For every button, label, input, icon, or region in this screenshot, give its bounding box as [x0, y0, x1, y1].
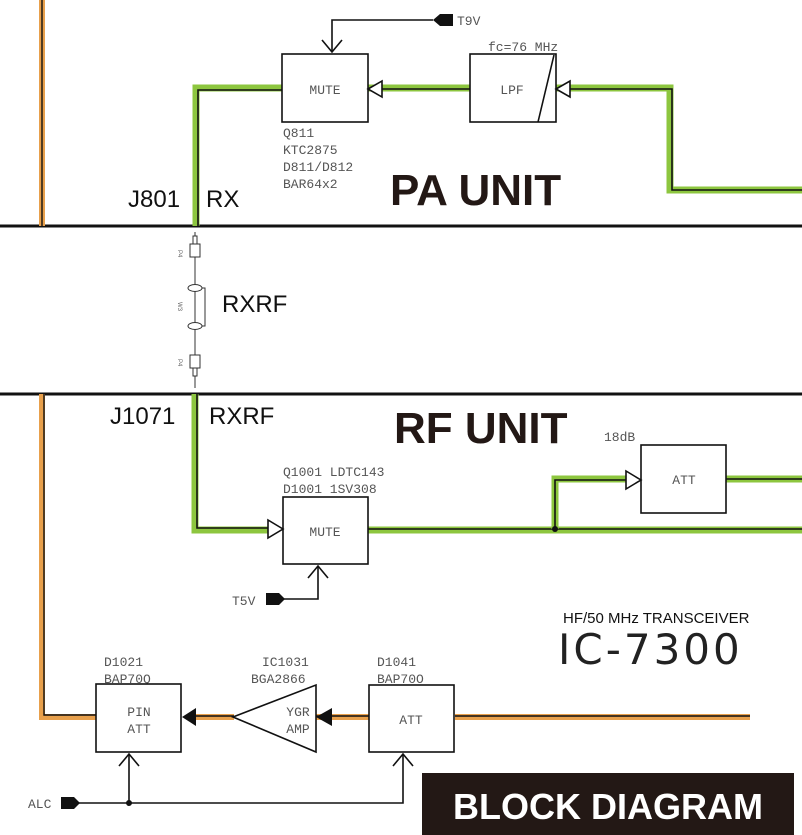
pa-mute-part-3: D811/D812 [283, 160, 353, 175]
att-spec: 18dB [604, 430, 635, 445]
pa-mute-part-2: KTC2875 [283, 143, 338, 158]
rx-path-pa [192, 84, 802, 226]
lpf-slope-icon [537, 54, 555, 123]
amp-part-1: IC1031 [262, 655, 309, 670]
rx-att-label: ATT [672, 473, 696, 488]
pa-mute-part-1: Q811 [283, 126, 314, 141]
t9v-terminal-icon [433, 14, 453, 26]
tx-att-block[interactable] [368, 684, 455, 753]
rx-att-block[interactable] [640, 444, 727, 514]
plug-top-label: P4 [176, 250, 182, 258]
rf-mute-block[interactable] [282, 496, 369, 565]
lpf-cutoff-spec: fc=76 MHz [488, 40, 558, 55]
wire-label: W3 [176, 302, 182, 312]
pin-att-input-arrow-icon [182, 708, 196, 726]
pin-att-label-1: PIN [127, 705, 150, 720]
ygr-amp-block[interactable] [230, 683, 317, 754]
pa-connector-label: J801 [128, 186, 180, 213]
title-banner [422, 773, 794, 835]
tx-path-rf [39, 394, 750, 720]
pa-mute-input-arrow-icon [366, 79, 383, 99]
rxrf-cable[interactable] [187, 232, 206, 388]
plug-bottom-label: P4 [176, 359, 182, 367]
tx-att-part-1: D1041 [377, 655, 416, 670]
rx-path-rf [191, 394, 802, 534]
plug-top-icon [189, 243, 201, 258]
cable-label: RXRF [222, 291, 287, 318]
amp-part-2: BGA2866 [251, 672, 306, 687]
alc-label: ALC [28, 797, 52, 812]
t5v-supply [266, 564, 329, 605]
plug-bottom-icon [189, 354, 201, 369]
rf-mute-part-1: Q1001 LDTC143 [283, 465, 384, 480]
alc-terminal-icon [61, 797, 80, 809]
pa-mute-part-4: BAR64x2 [283, 177, 338, 192]
pin-att-label-2: ATT [127, 722, 151, 737]
rf-mute-label: MUTE [309, 525, 340, 540]
rf-mute-part-2: D1001 1SV308 [283, 482, 377, 497]
rf-mute-input-arrow-icon [267, 518, 285, 540]
rf-unit-title: RF UNIT [394, 404, 568, 453]
pa-connector-signal: RX [206, 186, 239, 213]
product-subtitle: HF/50 MHz TRANSCEIVER [563, 610, 750, 627]
pa-mute-label: MUTE [309, 83, 340, 98]
tx-att-part-2: BAP70O [377, 672, 424, 687]
amp-label-2: AMP [286, 722, 310, 737]
lpf-block[interactable] [469, 53, 557, 123]
lpf-label: LPF [500, 83, 523, 98]
rf-junction-dot [552, 526, 558, 532]
pin-att-part-1: D1021 [104, 655, 143, 670]
diagram-title: BLOCK DIAGRAM [453, 786, 763, 827]
t9v-supply [321, 14, 453, 54]
pin-att-block[interactable] [95, 683, 182, 753]
t5v-label: T5V [232, 594, 256, 609]
alc-control-line [61, 752, 414, 809]
product-model: IC-7300 [558, 625, 743, 674]
rf-connector-signal: RXRF [209, 403, 274, 430]
amp-label-1: YGR [286, 705, 310, 720]
pa-mute-block[interactable] [281, 53, 369, 123]
t9v-label: T9V [457, 14, 481, 29]
lpf-input-arrow-icon [554, 79, 571, 99]
rf-connector-label: J1071 [110, 403, 175, 430]
amp-input-arrow-icon [316, 708, 332, 726]
tx-att-label: ATT [399, 713, 423, 728]
alc-junction-dot [126, 800, 132, 806]
rx-att-input-arrow-icon [625, 469, 643, 491]
pa-unit-title: PA UNIT [390, 166, 561, 215]
t5v-terminal-icon [266, 593, 285, 605]
